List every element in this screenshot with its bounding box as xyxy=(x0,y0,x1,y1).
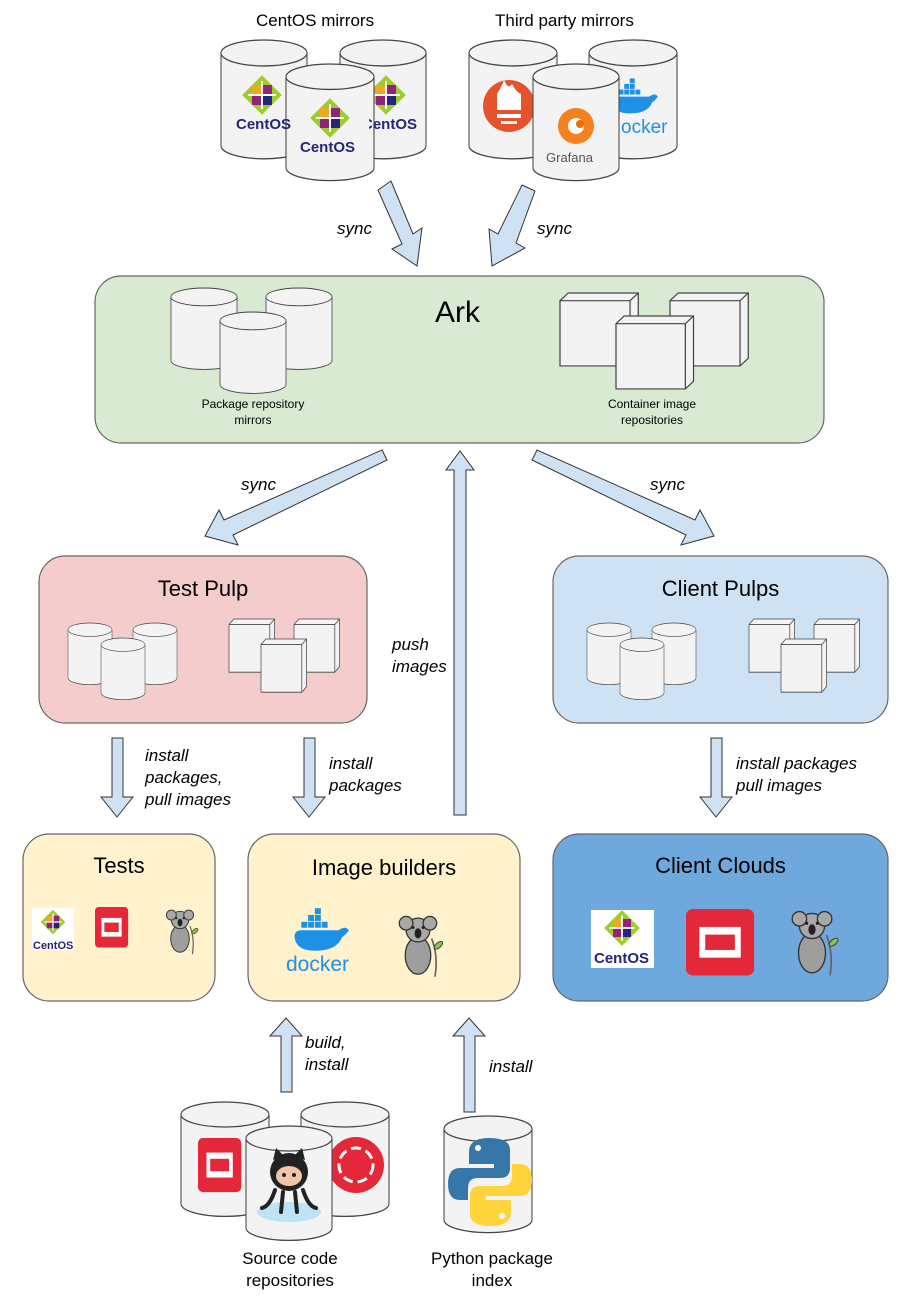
source-code-label: Source code repositories xyxy=(242,1249,338,1290)
sync-arrow-top-right xyxy=(488,184,536,267)
sync-label-top-right: sync xyxy=(537,219,572,238)
ark-title: Ark xyxy=(435,296,480,329)
push-images-arrow xyxy=(445,450,475,816)
install-builders-label: install packages xyxy=(329,754,402,795)
install-arrow-tests xyxy=(99,737,135,818)
install-pypi-label: install xyxy=(489,1057,533,1076)
centos-logo-text: CentOS xyxy=(300,139,356,156)
image-builders-title: Image builders xyxy=(311,855,457,880)
centos-logo-text: CentOS xyxy=(369,116,417,133)
openstack-icon xyxy=(198,1138,242,1193)
sync-label-left: sync xyxy=(241,475,276,494)
ark-package-label: Package repository mirrors xyxy=(201,397,305,427)
install-arrow-builders xyxy=(291,737,327,818)
sync-label-top-left: sync xyxy=(337,219,372,238)
ark-container-label: Container image repositories xyxy=(607,397,697,427)
openstack-icon xyxy=(686,909,755,976)
sync-label-right: sync xyxy=(650,475,685,494)
docker-logo-text: ocker xyxy=(621,117,668,138)
docker-logo-text: docker xyxy=(286,953,350,976)
third-party-mirrors-label: Third party mirrors xyxy=(495,11,634,30)
sync-arrow-right xyxy=(531,449,715,546)
centos-logo-text: CentOS xyxy=(236,116,292,133)
pypi-repo xyxy=(443,1115,533,1234)
tests-centos-text: CentOS xyxy=(33,940,74,952)
centos-mirrors-label: CentOS mirrors xyxy=(256,11,375,30)
source-github-repo xyxy=(245,1125,333,1242)
install-clients-label: install packages pull images xyxy=(736,754,857,795)
openstack-icon xyxy=(95,907,129,948)
opendev-icon xyxy=(328,1137,384,1193)
client-clouds-title: Client Clouds xyxy=(655,853,786,878)
client-pulps-title: Client Pulps xyxy=(661,576,780,601)
build-install-arrow xyxy=(268,1017,304,1093)
push-images-label: push images xyxy=(392,635,447,676)
sync-arrow-left xyxy=(204,449,388,546)
python-icon xyxy=(448,1138,510,1200)
centos-mirror-front xyxy=(285,63,375,182)
grafana-mirror xyxy=(532,63,620,182)
prometheus-mirror xyxy=(468,39,558,160)
build-install-label: build, install xyxy=(305,1033,349,1074)
sync-arrow-top-left xyxy=(377,180,423,267)
image-builders-box xyxy=(247,833,521,1002)
install-tests-label: install packages, pull images xyxy=(145,746,231,809)
install-pypi-arrow xyxy=(451,1017,487,1113)
test-pulp-title: Test Pulp xyxy=(157,576,249,601)
client-clouds-centos-text: CentOS xyxy=(594,950,650,967)
tests-title: Tests xyxy=(93,853,145,878)
grafana-logo-text: Grafana xyxy=(546,150,593,165)
install-arrow-clients xyxy=(698,737,734,818)
source-opendev-repo xyxy=(300,1101,390,1218)
pypi-label: Python package index xyxy=(431,1249,553,1290)
